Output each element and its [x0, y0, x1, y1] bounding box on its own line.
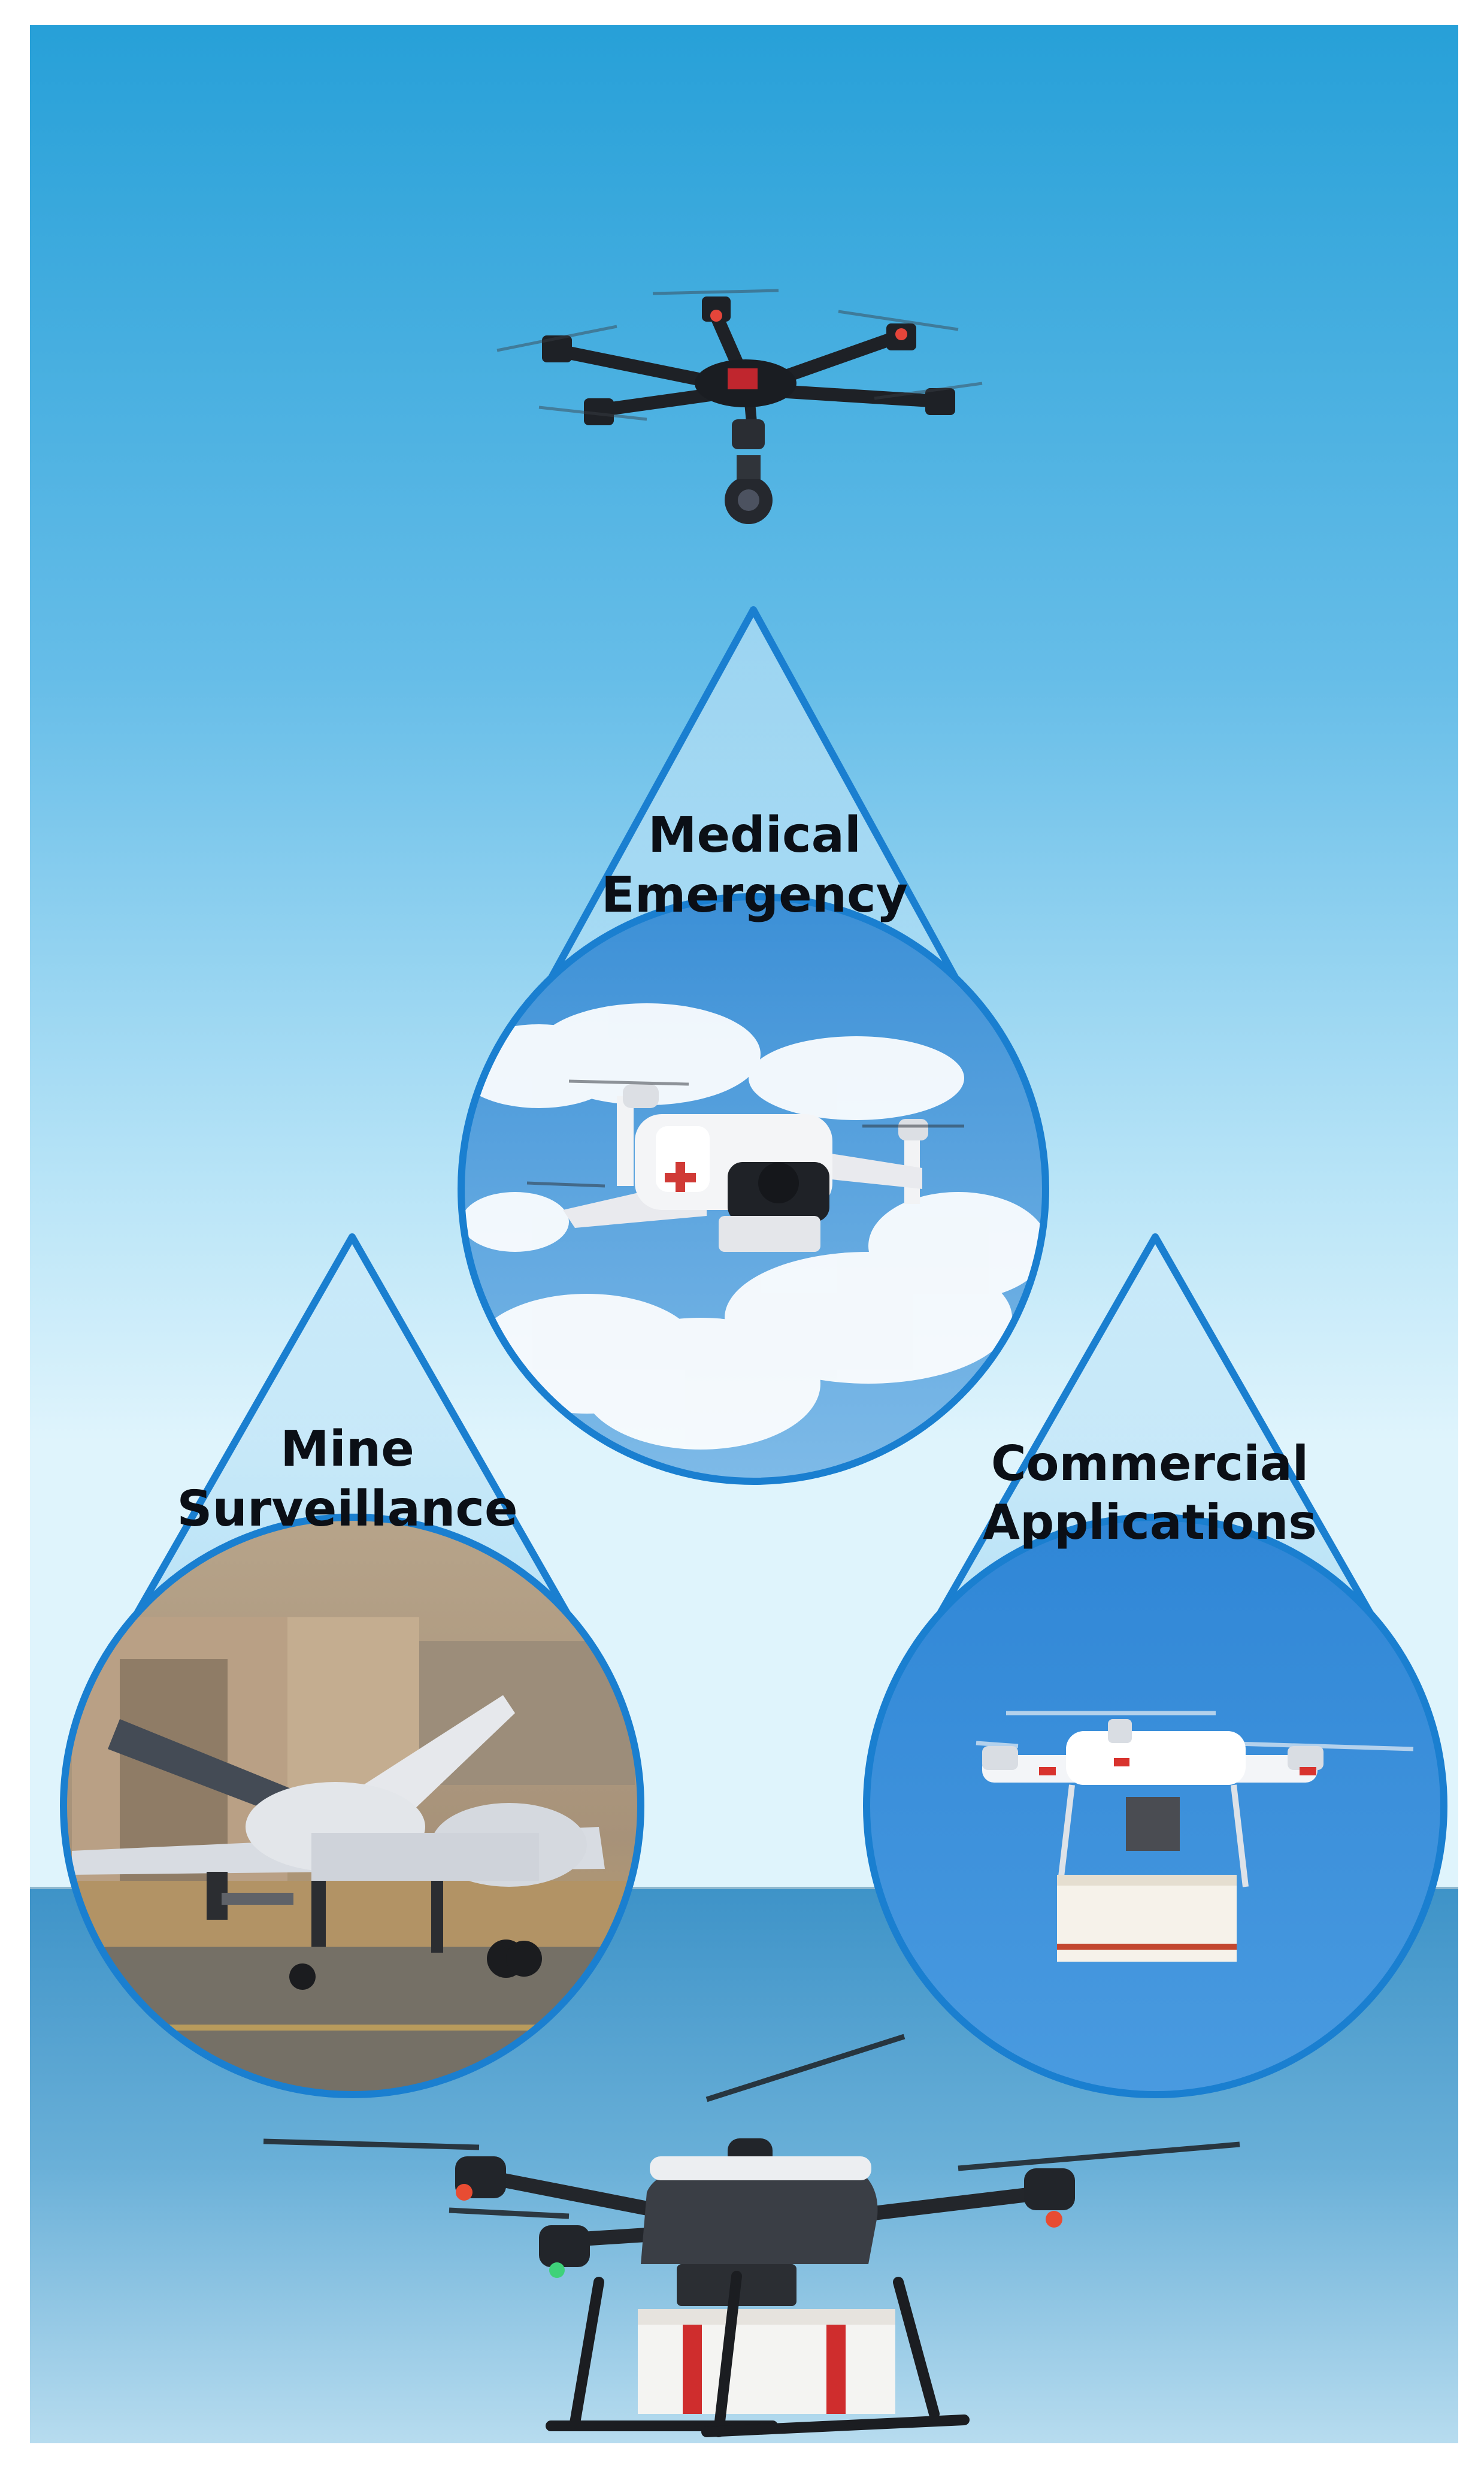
delivery-quadcopter	[976, 1711, 1414, 1962]
commercial-applications-drop	[863, 1233, 1447, 2098]
medical-emergency-drop	[458, 606, 1049, 1485]
mine-surveillance-drop	[60, 1233, 644, 2098]
hexacopter-drone	[496, 289, 983, 524]
medical-drone	[526, 1079, 964, 1252]
predator-uav	[72, 1695, 605, 1990]
bottom-delivery-drone	[263, 2034, 1240, 2437]
